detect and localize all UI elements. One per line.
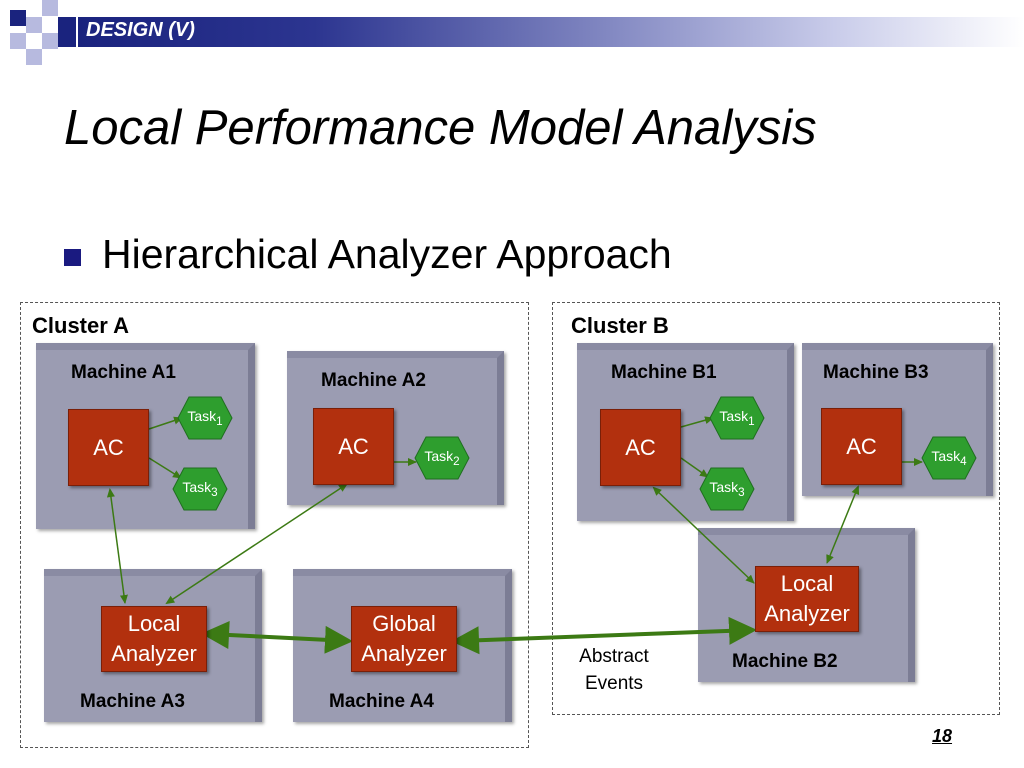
task-subscript: 2 (453, 454, 460, 468)
machine-a4-label: Machine A4 (329, 691, 434, 712)
header-square (42, 33, 58, 49)
header-square (42, 0, 58, 16)
task-a1-top: Task1 (177, 396, 233, 440)
abstract-events-label: Abstract Events (579, 646, 649, 694)
task-name: Task (187, 408, 217, 425)
local-analyzer-b2: Local Analyzer (755, 566, 859, 632)
hexagon-icon (921, 436, 977, 480)
page-number: 18 (932, 726, 953, 746)
machine-a3-label: Machine A3 (80, 691, 185, 712)
ac-a1: AC (68, 409, 149, 486)
machine-a2-label: Machine A2 (321, 370, 426, 391)
header-square (26, 49, 42, 65)
cluster-a (20, 302, 529, 748)
task-b1-bottom: Task3 (699, 467, 755, 511)
hexagon-icon (177, 396, 233, 440)
cluster-a-label: Cluster A (32, 313, 129, 338)
bullet-square-icon (64, 249, 81, 266)
hexagon-icon (414, 436, 470, 480)
ac-b3: AC (821, 408, 902, 485)
task-subscript: 3 (211, 485, 218, 499)
local-analyzer-a3: Local Analyzer (101, 606, 207, 672)
hexagon-icon (172, 467, 228, 511)
task-name: Task (719, 408, 749, 425)
machine-b2-label: Machine B2 (732, 651, 838, 672)
task-subscript: 1 (216, 414, 223, 428)
task-subscript: 3 (738, 485, 745, 499)
machine-b3-label: Machine B3 (823, 362, 929, 383)
ac-a2: AC (313, 408, 394, 485)
task-b3: Task4 (921, 436, 977, 480)
task-a2: Task2 (414, 436, 470, 480)
cluster-b-label: Cluster B (571, 313, 669, 338)
header-band (78, 17, 1024, 47)
hexagon-icon (709, 396, 765, 440)
task-a1-bottom: Task3 (172, 467, 228, 511)
hexagon-icon (699, 467, 755, 511)
task-subscript: 1 (748, 414, 755, 428)
task-b1-top: Task1 (709, 396, 765, 440)
ac-b1: AC (600, 409, 681, 486)
task-name: Task (424, 448, 454, 465)
task-name: Task (709, 479, 739, 496)
section-label: DESIGN (V) (86, 19, 195, 41)
task-name: Task (931, 448, 961, 465)
global-analyzer-a4: Global Analyzer (351, 606, 457, 672)
header-square (10, 33, 26, 49)
header-square (58, 17, 76, 47)
bullet-text: Hierarchical Analyzer Approach (102, 231, 672, 277)
task-name: Task (182, 479, 212, 496)
machine-b1-label: Machine B1 (611, 362, 717, 383)
header-square (10, 10, 26, 26)
machine-a1-label: Machine A1 (71, 362, 176, 383)
slide-title: Local Performance Model Analysis (64, 101, 817, 155)
header-square (26, 17, 42, 33)
cluster-b (552, 302, 1000, 715)
task-subscript: 4 (960, 454, 967, 468)
